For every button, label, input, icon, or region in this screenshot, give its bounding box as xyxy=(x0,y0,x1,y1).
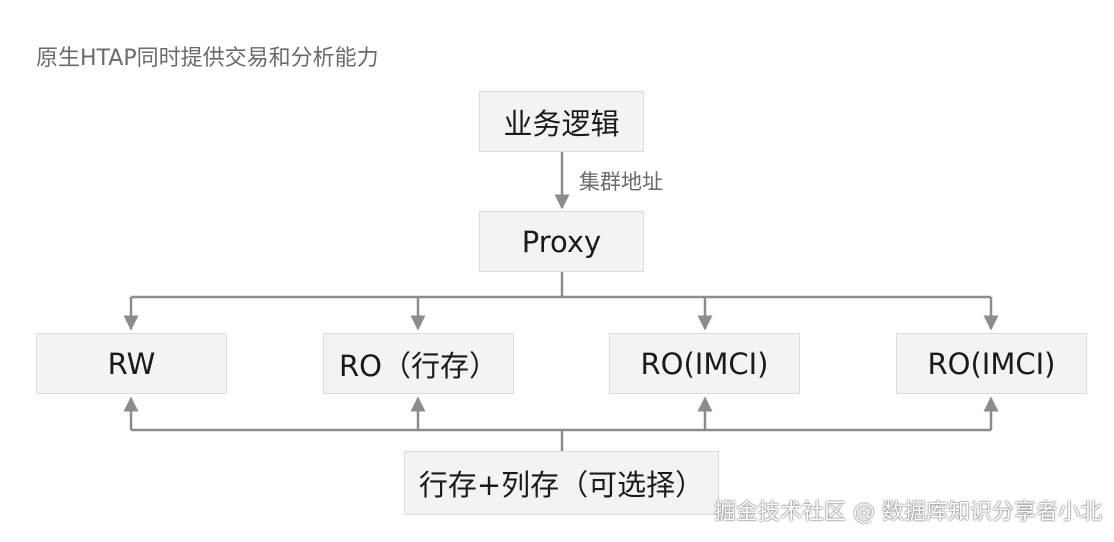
node-rw: RW xyxy=(36,333,227,394)
node-storage: 行存+列存（可选择） xyxy=(404,451,719,515)
node-business-logic: 业务逻辑 xyxy=(479,91,644,152)
node-ro-imci-1: RO(IMCI) xyxy=(609,333,800,394)
node-proxy: Proxy xyxy=(479,211,644,272)
edge-label-cluster-address: 集群地址 xyxy=(579,170,663,194)
diagram-caption: 原生HTAP同时提供交易和分析能力 xyxy=(36,46,379,71)
node-ro-imci-2: RO(IMCI) xyxy=(896,333,1087,394)
watermark-text: 掘金技术社区 @ 数据库知识分享者小北 xyxy=(714,500,1102,525)
node-ro-row-store: RO（行存） xyxy=(323,333,514,394)
